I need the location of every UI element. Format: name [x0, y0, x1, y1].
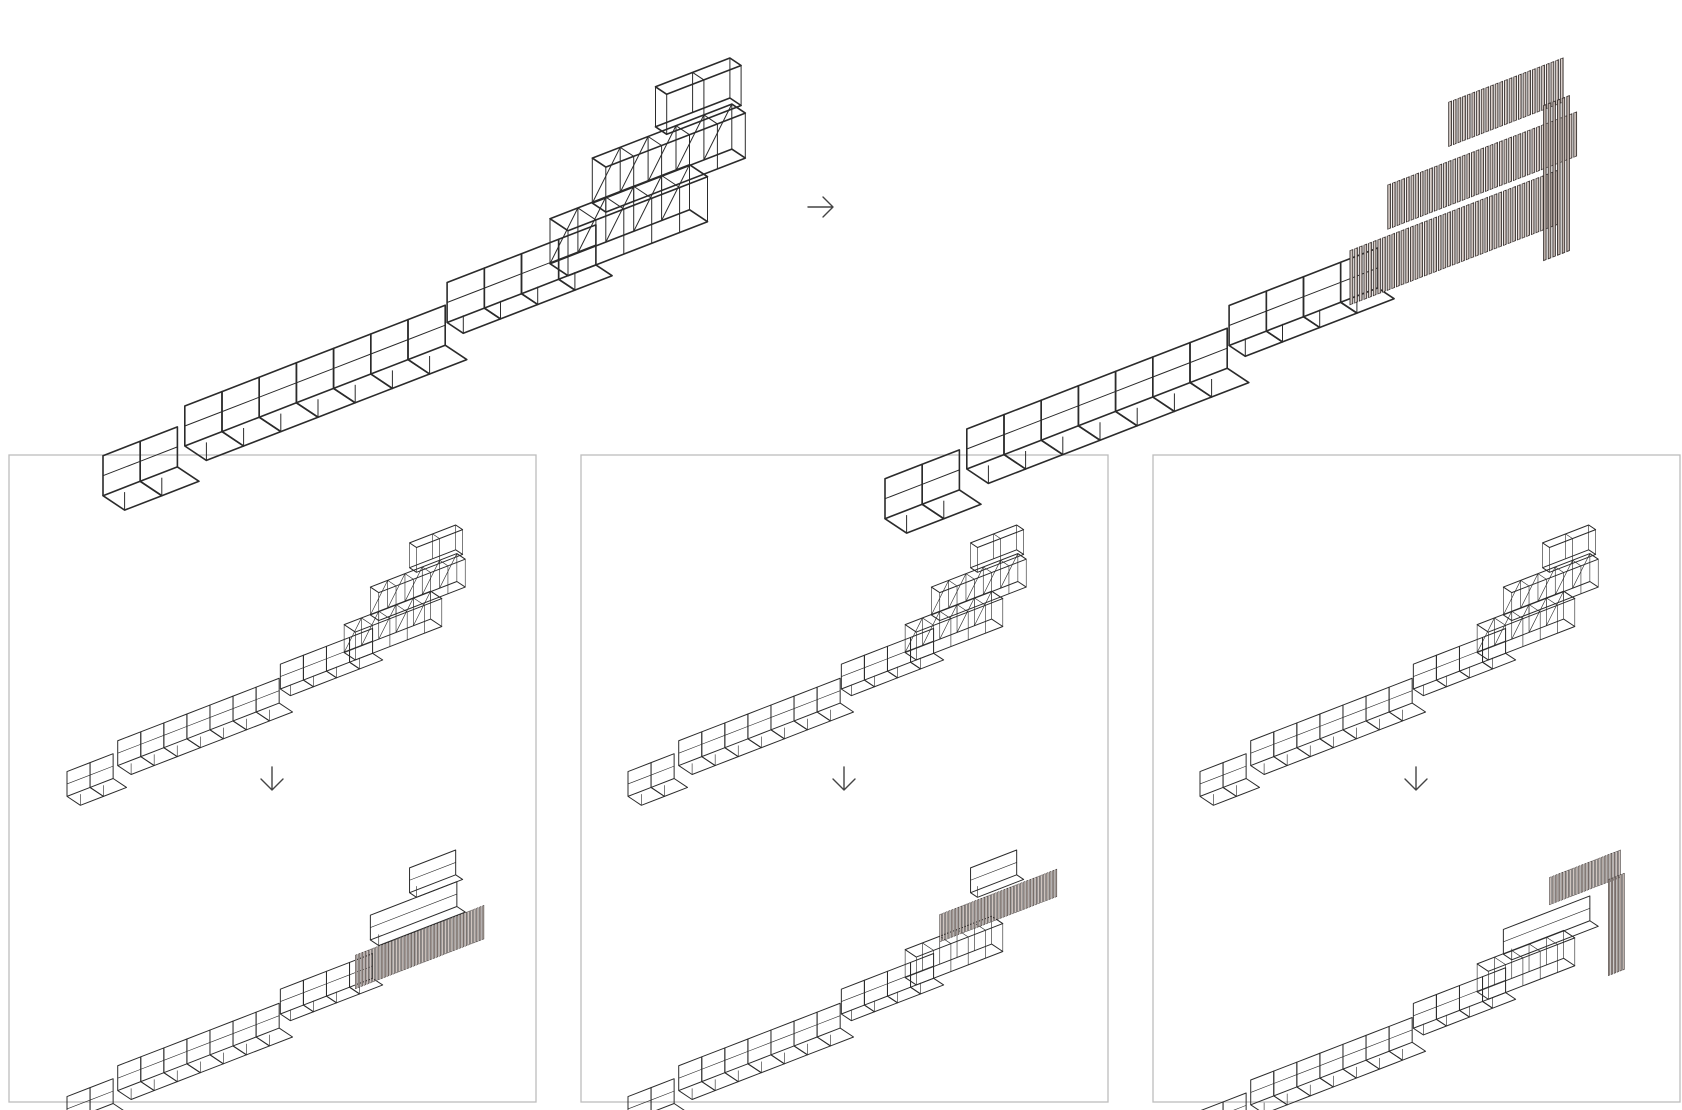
walkway-bay	[279, 654, 314, 697]
walkway-bay	[1265, 275, 1321, 343]
tower-cladding-slats	[1549, 849, 1621, 906]
top-arrow-right-icon	[807, 196, 834, 218]
middle-cladding-slats	[939, 868, 1058, 943]
panel-2-arrow-down-icon	[832, 766, 856, 791]
truss-module-lower	[343, 590, 443, 661]
middle-frame	[1502, 895, 1599, 961]
truss-module-middle	[930, 553, 1027, 622]
top-model-clad	[884, 57, 1578, 534]
tower-cladding-slats	[1448, 57, 1564, 147]
panel-frame-1	[8, 454, 537, 1103]
walkway-bay	[1412, 654, 1447, 697]
walkway-bay	[1250, 1070, 1288, 1110]
walkway-bay	[1435, 985, 1471, 1027]
truss-module-lower	[549, 163, 709, 277]
panel-2-model-after	[627, 849, 1058, 1110]
walkway-bay	[816, 677, 855, 722]
walkway-bay	[840, 654, 875, 697]
walkway-bay	[650, 753, 689, 797]
walkway-bay	[1458, 636, 1494, 679]
walkway-bay	[407, 304, 468, 375]
walkway-bay	[650, 1078, 685, 1110]
walkway-bay	[1222, 753, 1261, 797]
walkway-bay	[89, 1078, 124, 1110]
walkway-bay	[1435, 645, 1471, 688]
walkway-bay	[1388, 677, 1427, 722]
walkway-bay	[483, 252, 539, 320]
walkway-bay	[1200, 1101, 1224, 1110]
walkway-bay	[1302, 261, 1358, 329]
panel-3-model-before	[1199, 524, 1599, 806]
panel-frame-3	[1152, 454, 1681, 1103]
walkway-bay	[302, 645, 338, 688]
panel-frame-2	[580, 454, 1109, 1103]
panel-1-model-after	[66, 849, 485, 1110]
walkway-bay	[279, 979, 314, 1022]
truss-module-middle	[369, 553, 466, 622]
walkway-bay	[921, 449, 982, 520]
walkway-bay	[325, 636, 361, 679]
walkway-bay	[1458, 976, 1494, 1018]
walkway-bay	[1228, 290, 1284, 358]
walkway-bay	[1189, 327, 1250, 398]
truss-module-middle	[1502, 553, 1599, 622]
tower-legs	[1543, 94, 1570, 262]
walkway-bay	[840, 979, 875, 1022]
walkway-bay	[89, 753, 128, 797]
walkway-bay	[349, 952, 384, 995]
walkway-bay	[520, 238, 576, 306]
walkway-bay	[886, 961, 922, 1004]
walkway-bay	[255, 1002, 294, 1047]
truss-module-tower	[1542, 524, 1597, 573]
truss-module-middle	[591, 103, 747, 213]
walkway-bay	[627, 1087, 652, 1110]
walkway-bay	[66, 1087, 91, 1110]
walkway-bay	[325, 961, 361, 1004]
panel-1-arrow-down-icon	[260, 766, 284, 791]
panel-3-arrow-down-icon	[1404, 766, 1428, 791]
top-model-frame	[102, 57, 747, 511]
walkway-bay	[1388, 1017, 1427, 1061]
walkway-bay	[302, 970, 338, 1013]
tower-frame	[970, 849, 1025, 898]
truss-module-tower	[409, 524, 464, 573]
truss-module-tower	[970, 524, 1025, 573]
walkway-bay	[139, 426, 200, 497]
walkway-bay	[863, 970, 899, 1013]
panel-1-model-before	[66, 524, 466, 806]
walkway-bay	[816, 1002, 855, 1047]
middle-cladding-slats	[1387, 111, 1578, 230]
tower-frame	[409, 849, 464, 898]
tower-legs	[1608, 872, 1625, 977]
panel-3-model-after	[1200, 849, 1625, 1110]
panel-2-model-before	[627, 524, 1027, 806]
walkway-bay	[886, 636, 922, 679]
middle-frame	[369, 881, 466, 947]
walkway-bay	[1412, 994, 1447, 1036]
walkway-bay	[446, 267, 502, 335]
walkway-bay	[1339, 247, 1395, 314]
walkway-bay	[255, 677, 294, 722]
truss-module-tower	[654, 57, 742, 136]
lower-cladding-slats	[355, 905, 485, 990]
walkway-bay	[863, 645, 899, 688]
